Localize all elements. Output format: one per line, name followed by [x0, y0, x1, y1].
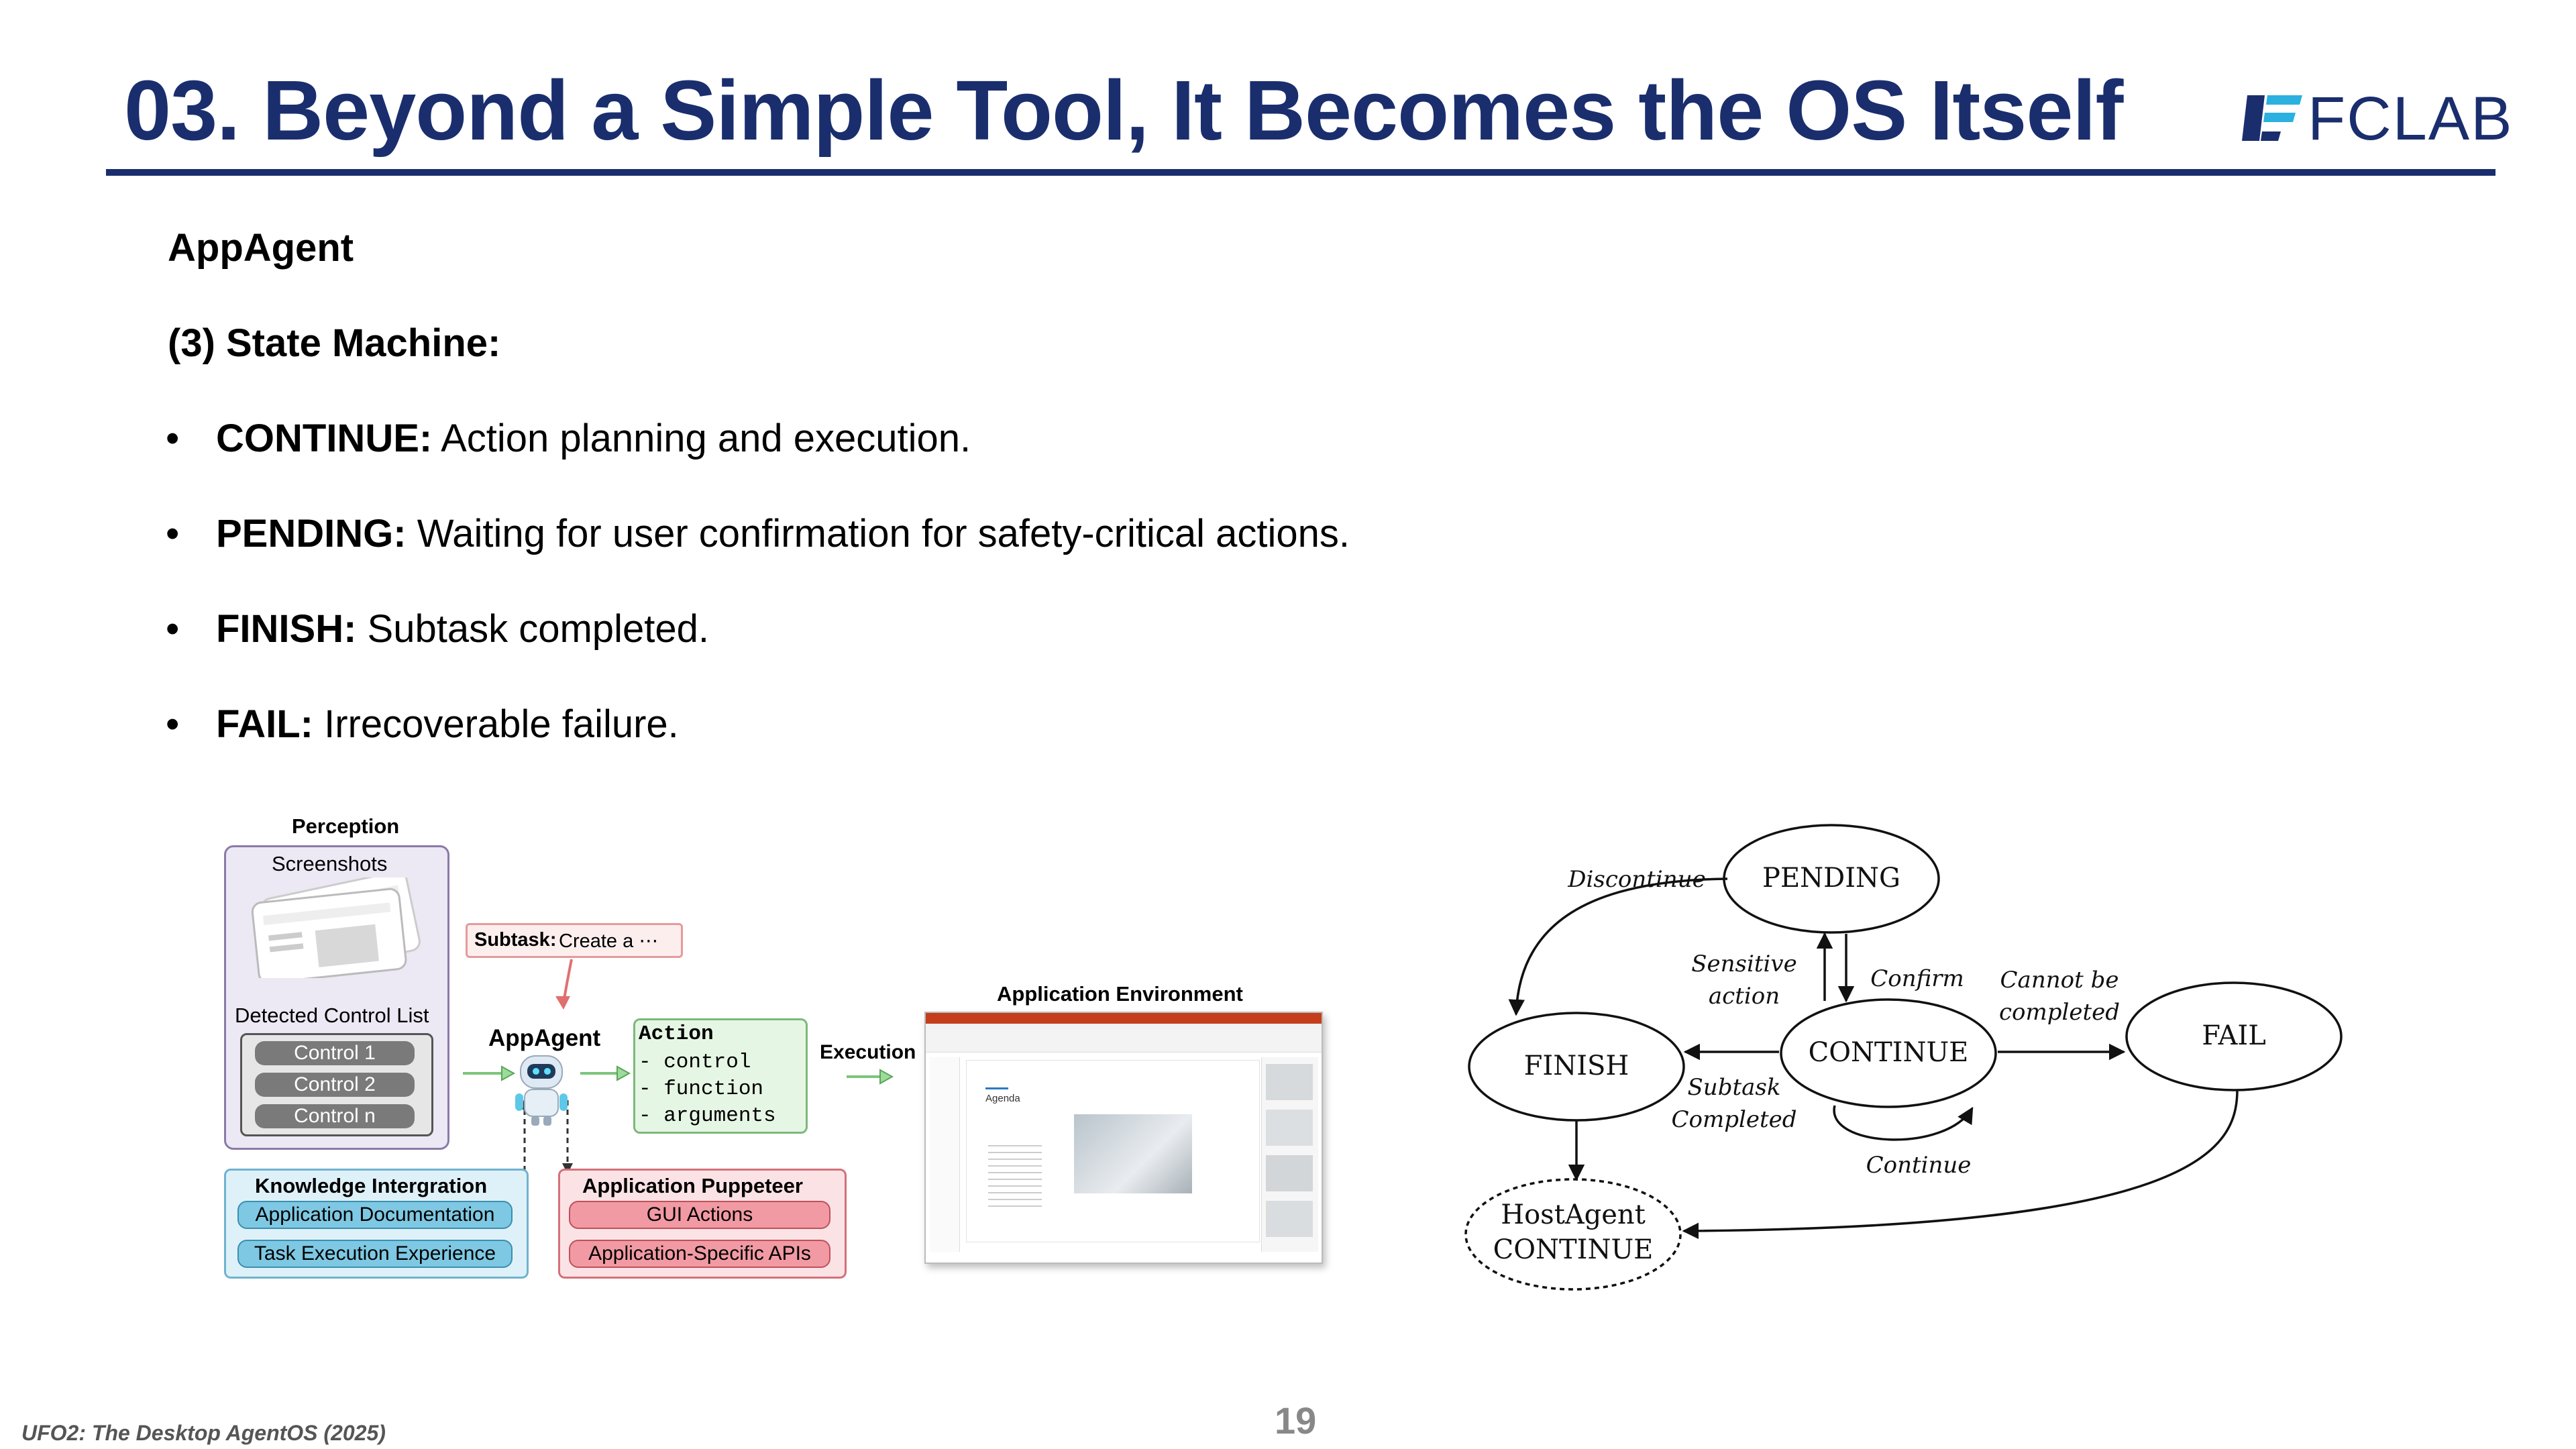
- bullet-finish: • FINISH: Subtask completed.: [166, 606, 709, 651]
- bullet-term: PENDING:: [216, 512, 407, 555]
- screenshots-label: Screenshots: [272, 852, 388, 875]
- fclab-logo: FCLAB: [2241, 88, 2512, 150]
- app-environment-screenshot: Agenda: [924, 1012, 1323, 1264]
- continue-label: CONTINUE: [1809, 1037, 1969, 1068]
- fclab-logo-icon: [2242, 95, 2302, 141]
- bullet-term: CONTINUE:: [216, 417, 433, 460]
- edge-label-action: action: [1709, 983, 1780, 1010]
- edge-continue-loop: [1833, 1105, 1974, 1141]
- slide-agenda-lines: [988, 1140, 1042, 1207]
- knowledge-title: Knowledge Intergration: [255, 1174, 488, 1197]
- knowledge-item: Task Execution Experience: [237, 1240, 513, 1268]
- bullet-text: Subtask completed.: [356, 607, 709, 651]
- logo-text: FCLAB: [2308, 85, 2514, 153]
- subtask-text: Create a ⋯: [559, 930, 659, 952]
- fail-label: FAIL: [2202, 1020, 2266, 1051]
- subtask-box: Subtask: Create a ⋯: [466, 923, 683, 958]
- control-item: Control n: [255, 1104, 415, 1128]
- slide-agenda-title: Agenda: [985, 1093, 1020, 1104]
- knowledge-item: Application Documentation: [237, 1201, 513, 1229]
- slide-canvas: Agenda: [966, 1060, 1260, 1242]
- pane-thumb: [1266, 1201, 1313, 1237]
- edge-fail-to-host: [1682, 1089, 2239, 1240]
- slide-accent-line: [985, 1087, 1008, 1089]
- action-item: - arguments: [639, 1104, 776, 1128]
- section-heading: AppAgent: [168, 226, 354, 270]
- puppeteer-title: Application Puppeteer: [582, 1174, 803, 1197]
- bullet-dot: •: [166, 607, 180, 651]
- edge-discontinue: [1508, 877, 1728, 1016]
- page-number: 19: [1275, 1399, 1317, 1442]
- bullet-text: Action planning and execution.: [432, 417, 971, 460]
- state-hostagent-continue: [1464, 1178, 1682, 1291]
- pane-thumb: [1266, 1110, 1313, 1146]
- bullet-dot: •: [166, 702, 180, 746]
- bullet-text: Irrecoverable failure.: [313, 702, 679, 746]
- action-item: - control: [639, 1051, 751, 1074]
- bullet-pending: • PENDING: Waiting for user confirmation …: [166, 511, 1350, 556]
- slide-image: [1074, 1114, 1192, 1193]
- edge-label-confirm: Confirm: [1870, 965, 1964, 992]
- pending-label: PENDING: [1762, 863, 1900, 894]
- edge-label-discontinue: Discontinue: [1567, 866, 1705, 893]
- edge-label-completed: Completed: [1671, 1106, 1796, 1133]
- pane-thumb: [1266, 1064, 1313, 1100]
- subtask-label: Subtask:: [474, 929, 557, 951]
- slide-thumbnails: [930, 1057, 960, 1252]
- screenshots-thumbnail: [251, 877, 421, 978]
- state-machine-diagram: PENDING CONTINUE FINISH FAIL HostAgent C…: [1464, 824, 2343, 1291]
- bullet-term: FINISH:: [216, 607, 357, 651]
- execution-label: Execution: [820, 1041, 916, 1063]
- state-fail: [2125, 981, 2343, 1091]
- pane-thumb: [1266, 1155, 1313, 1191]
- robot-icon: [515, 1055, 568, 1126]
- control-item: Control 1: [255, 1041, 415, 1065]
- finish-label: FINISH: [1524, 1051, 1629, 1081]
- edge-label-subtask: Subtask: [1688, 1074, 1781, 1101]
- section-subheading: (3) State Machine:: [168, 321, 501, 365]
- bullet-text: Waiting for user confirmation for safety…: [406, 512, 1350, 555]
- appagent-architecture-figure: Perception Screenshots Detected Control …: [221, 805, 1323, 1288]
- control-item: Control 2: [255, 1073, 415, 1097]
- bullet-term: FAIL:: [216, 702, 313, 746]
- host-label-line2: CONTINUE: [1493, 1234, 1654, 1265]
- control-list-label: Detected Control List: [235, 1004, 429, 1027]
- action-item: - function: [639, 1077, 764, 1101]
- bullet-dot: •: [166, 417, 180, 460]
- edge-label-continue: Continue: [1866, 1152, 1972, 1179]
- bullet-dot: •: [166, 512, 180, 555]
- edge-label-cannot-1: Cannot be: [2000, 967, 2119, 994]
- app-environment-title: Application Environment: [997, 982, 1243, 1006]
- side-pane: [1261, 1057, 1318, 1252]
- puppeteer-item: GUI Actions: [569, 1201, 830, 1229]
- puppeteer-item: Application-Specific APIs: [569, 1240, 830, 1268]
- action-title: Action: [639, 1022, 714, 1046]
- host-label-line1: HostAgent: [1501, 1199, 1646, 1230]
- perception-title: Perception: [292, 814, 400, 838]
- figure-arrows: [463, 959, 894, 1174]
- title-underline: [106, 169, 2496, 176]
- appagent-label: AppAgent: [488, 1025, 601, 1051]
- state-continue: [1780, 998, 1997, 1108]
- footer-citation: UFO2: The Desktop AgentOS (2025): [21, 1421, 386, 1445]
- edge-label-cannot-2: completed: [1999, 999, 2120, 1026]
- bullet-continue: • CONTINUE: Action planning and execution…: [166, 416, 971, 461]
- bullet-fail: • FAIL: Irrecoverable failure.: [166, 702, 679, 747]
- slide-title: 03. Beyond a Simple Tool, It Becomes the…: [124, 63, 2123, 158]
- action-box: [633, 1018, 808, 1134]
- app-ribbon: [926, 1024, 1322, 1053]
- app-titlebar: [926, 1013, 1322, 1024]
- edge-label-sensitive: Sensitive: [1691, 951, 1797, 977]
